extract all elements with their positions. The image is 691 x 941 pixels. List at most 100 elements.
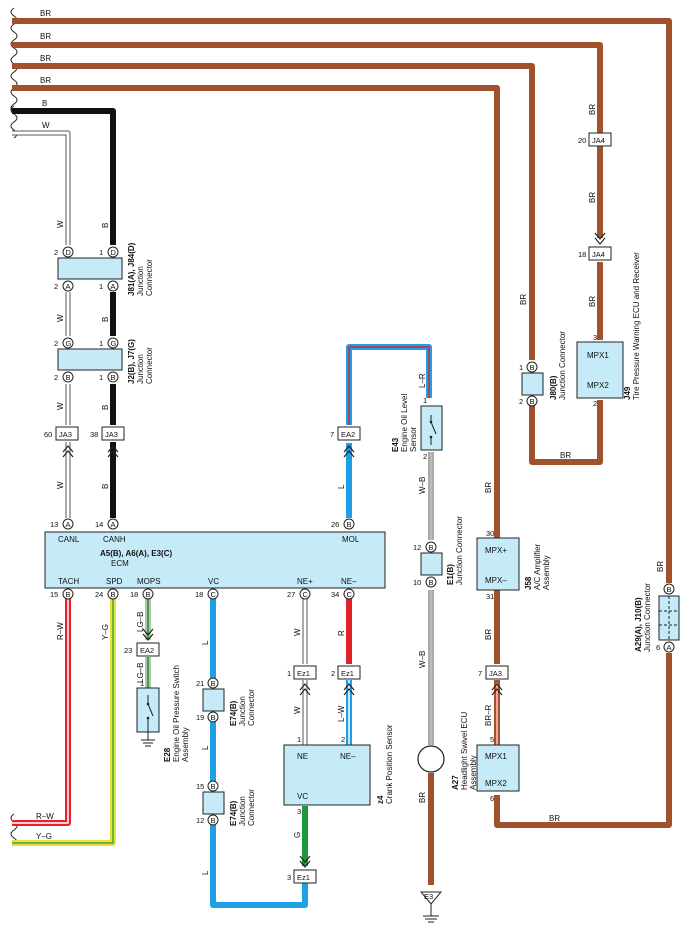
rw-wire — [12, 598, 71, 826]
j58-name: J58 — [524, 576, 533, 590]
j2-name: J2(B), J7(G) — [127, 339, 136, 384]
a29-junction-connector[interactable]: B A 6 A29(A), J10(B) Junction Connector — [634, 583, 680, 653]
e43-oil-level-sensor[interactable]: 1 2 E43 Engine Oil Level Sensor — [391, 394, 443, 461]
a29-con-2: A — [667, 643, 672, 652]
ecm-pin-canl: CANL — [58, 535, 80, 544]
ea2-top-connector[interactable]: EA2 7 — [330, 426, 361, 458]
label-l-mol: L — [337, 484, 346, 489]
ja3-right-label: JA3 — [489, 669, 502, 678]
e74b-desc1: Junction — [238, 796, 247, 826]
ecm-box[interactable]: A A B 13 14 26 CANL CANH MOL A5(B), A6(A… — [44, 518, 386, 600]
j49-name: J49 — [623, 386, 632, 400]
a27-mpx-box[interactable]: MPX1 MPX2 5 6 — [476, 735, 520, 803]
ez1-pin-2: 2 — [331, 669, 335, 678]
label-rw-v: R–W — [56, 622, 65, 640]
label-rw: R–W — [36, 812, 54, 821]
e1-junction-connector[interactable]: B B 12 10 E1(B) Junction Connector — [413, 516, 464, 588]
e1-desc: Junction Connector — [455, 516, 464, 585]
label-br-v1: BR — [484, 482, 493, 493]
j80-desc: Junction Connector — [558, 331, 567, 400]
j81-pin-1: 2 — [54, 248, 58, 257]
ja3-left-connector[interactable]: JA3 JA3 60 38 — [44, 426, 125, 458]
label-w-v4: W — [56, 481, 65, 489]
j58-ac-amplifier[interactable]: MPX+ MPX– 30 31 J58 A/C Amplifier Assemb… — [476, 529, 551, 601]
j49-num-1: 3 — [593, 333, 597, 342]
e74a-pin-2: 19 — [196, 713, 204, 722]
j49-tire-pressure-ecu[interactable]: MPX1 MPX2 3 2 J49 Tire Pressure Warning … — [576, 252, 641, 408]
e43-pin-1: 1 — [423, 396, 427, 405]
e74-junction-connector-1[interactable]: B B 21 19 E74(B) Junction Connector — [196, 677, 256, 726]
j58-pin-mpxm: MPX– — [485, 576, 507, 585]
z4-name: z4 — [376, 795, 385, 804]
a27-headlight-swivel-ecu[interactable]: A27 Headlight Swivel ECU Assembly — [417, 712, 478, 790]
e43-desc2: Sensor — [409, 426, 418, 452]
j80-con-1: B — [530, 363, 535, 372]
ja4-label-1: JA4 — [592, 136, 605, 145]
a27-pin-mpx1: MPX1 — [485, 752, 507, 761]
ecm-pin-vc: VC — [208, 577, 219, 586]
ecm-num-spd: 24 — [95, 590, 103, 599]
e1-name: E1(B) — [446, 564, 455, 585]
ja4-pin-1: 20 — [578, 136, 586, 145]
e28-oil-pressure-switch[interactable]: 1 E28 Engine Oil Pressure Switch Assembl… — [136, 665, 190, 762]
z4-desc: Crank Position Sensor — [385, 724, 394, 804]
a27-desc2: Assembly — [469, 755, 478, 790]
j81-con-3: A — [66, 282, 71, 291]
ea2-bottom-connector[interactable]: EA2 23 — [124, 628, 160, 657]
label-br-v4: BR — [588, 104, 597, 115]
label-w-nep1: W — [293, 628, 302, 636]
a29-pin: 6 — [656, 643, 660, 652]
e1-pin-1: 12 — [413, 543, 421, 552]
e74b-desc2: Connector — [247, 789, 256, 826]
z4-pin-vc: VC — [297, 792, 308, 801]
label-g: G — [293, 832, 302, 838]
j81-desc2: Connector — [145, 259, 154, 296]
label-l-vc2: L — [201, 745, 210, 750]
label-wb-2: W–B — [418, 651, 427, 668]
ea2-bottom-pin: 23 — [124, 646, 132, 655]
j2-junction-connector[interactable]: G G B B 2 1 2 1 J2(B), J7(G) Junction Co… — [54, 337, 154, 384]
ea2-top-label: EA2 — [341, 430, 355, 439]
br-wire-3 — [12, 63, 535, 360]
a29-desc: Junction Connector — [643, 583, 652, 652]
ecm-num-nem: 34 — [331, 590, 339, 599]
j58-num-1: 30 — [486, 529, 494, 538]
j80-junction-connector[interactable]: B B 1 2 J80(B) Junction Connector — [519, 331, 567, 407]
e74-junction-connector-2[interactable]: B B 15 12 E74(B) Junction Connector — [196, 780, 256, 826]
label-br-2: BR — [40, 32, 51, 41]
label-b-v3: B — [101, 405, 110, 410]
label-br-4: BR — [40, 76, 51, 85]
j81-pin-4: 1 — [99, 282, 103, 291]
ea2-bottom-label: EA2 — [140, 646, 154, 655]
a27-num-1: 5 — [490, 735, 494, 744]
j2-desc1: Junction — [136, 354, 145, 384]
ja3-left-label-1: JA3 — [59, 430, 72, 439]
ez1-connectors[interactable]: Ez1 Ez1 Ez1 1 2 3 — [287, 665, 361, 884]
e43-pin-2: 2 — [423, 452, 427, 461]
label-br-1: BR — [40, 9, 51, 18]
e74b-pin-2: 12 — [196, 816, 204, 825]
ja3-right-connector[interactable]: JA3 7 — [478, 665, 509, 696]
j81-desc1: Junction — [136, 266, 145, 296]
z4-crank-position-sensor[interactable]: NE NE– VC 1 2 3 z4 Crank Position Sensor — [283, 724, 394, 816]
label-w-v2: W — [56, 314, 65, 322]
ja4-connector[interactable]: JA4 JA4 20 18 — [578, 132, 612, 261]
br-wire-2 — [12, 42, 603, 135]
z4-num-2: 2 — [341, 735, 345, 744]
a27-name: A27 — [451, 775, 460, 790]
ez1-label-2: Ez1 — [341, 669, 354, 678]
wire-labels: BR BR BR BR B W R–W Y–G W B W B W B W B … — [36, 9, 665, 875]
ecm-con-nep: C — [303, 590, 309, 599]
j81-junction-connector[interactable]: D D A A 2 1 2 1 J81(A), J84(D) Junction … — [54, 242, 154, 296]
ja4-label-2: JA4 — [592, 250, 605, 259]
j80-con-2: B — [530, 397, 535, 406]
j80-name: J80(B) — [549, 375, 558, 400]
label-r-nem: R — [337, 630, 346, 636]
j2-desc2: Connector — [145, 347, 154, 384]
label-w-nep2: W — [293, 706, 302, 714]
a29-con-1: B — [667, 585, 672, 594]
e74a-pin-1: 21 — [196, 679, 204, 688]
j81-pin-3: 2 — [54, 282, 58, 291]
br-wire-2d — [529, 400, 603, 465]
j2-con-2: G — [111, 339, 117, 348]
